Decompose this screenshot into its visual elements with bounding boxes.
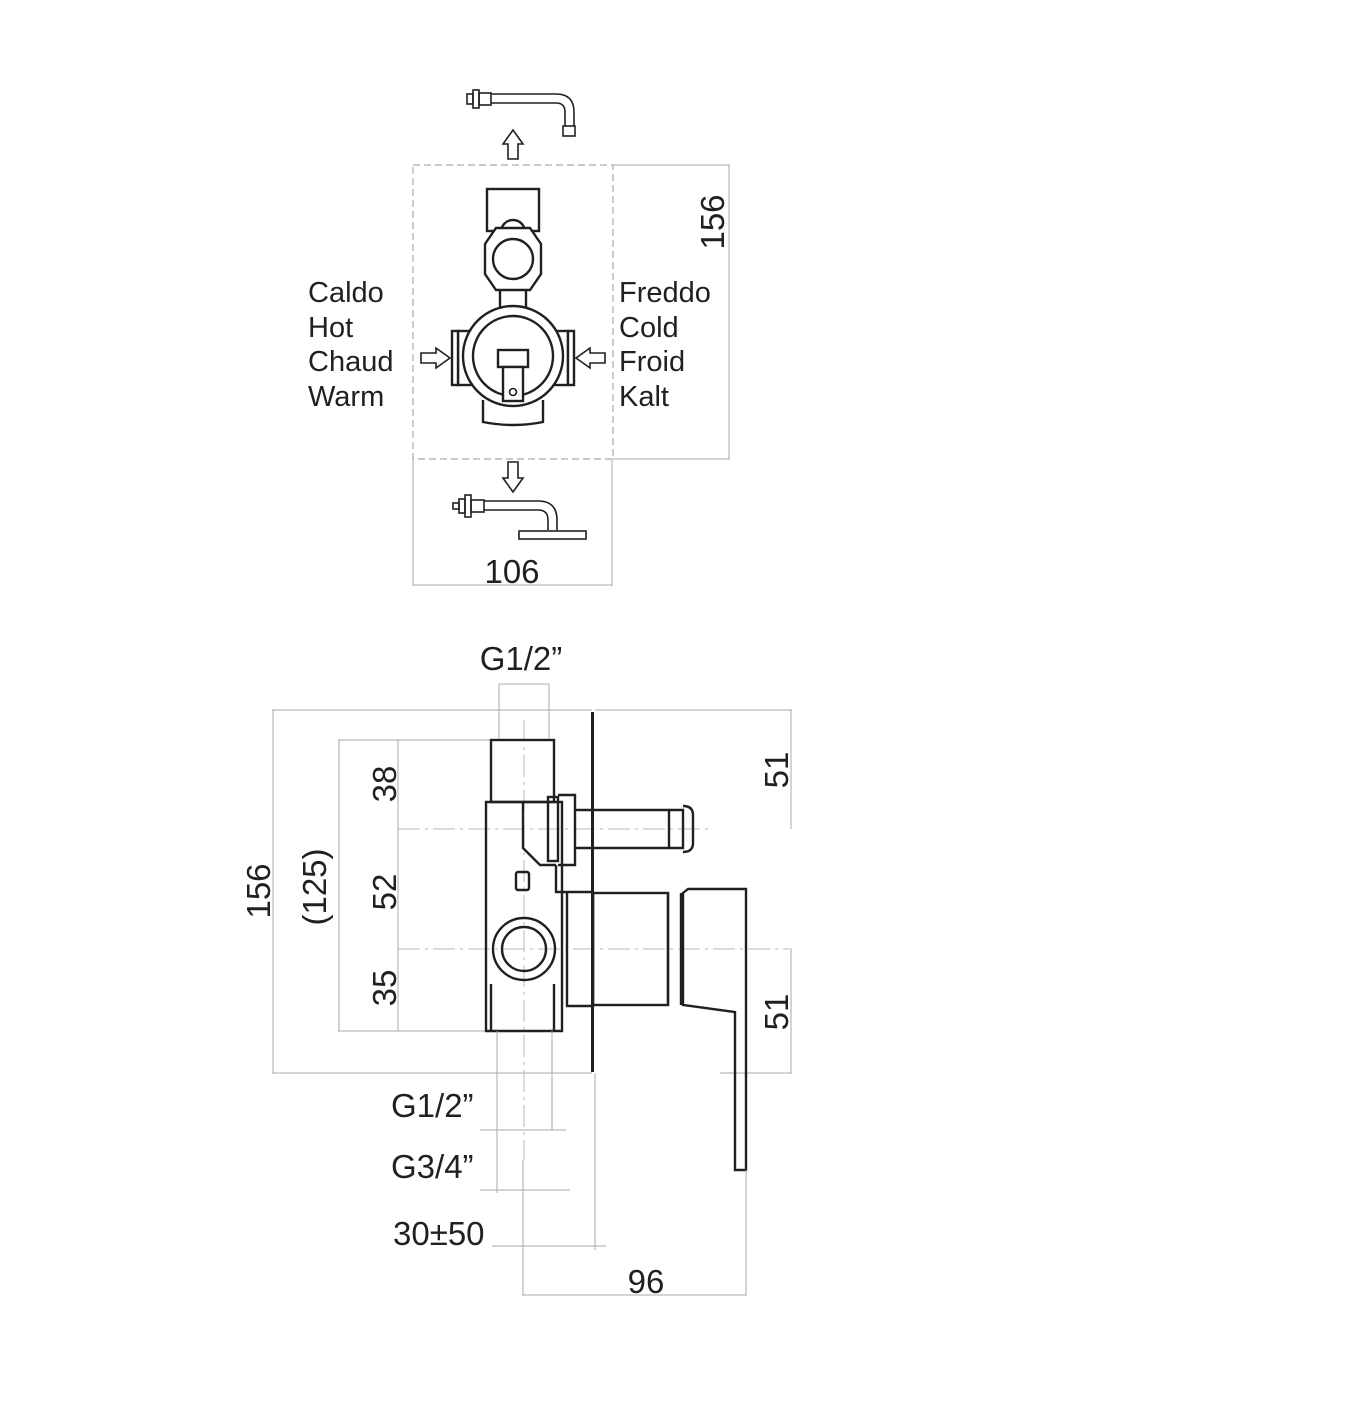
hot-label-it: Caldo: [308, 277, 384, 309]
cold-label-it: Freddo: [619, 277, 711, 309]
valve-body-front: [450, 187, 576, 427]
hot-label-de: Warm: [308, 381, 384, 413]
front-outline-box: [412, 164, 614, 460]
hot-label-en: Hot: [308, 312, 353, 344]
cold-label-en: Cold: [619, 312, 679, 344]
front-width-dimension: 106: [484, 553, 539, 590]
side-total-height-dimension: 156: [240, 863, 277, 918]
depth-range-label: 30±50: [393, 1215, 485, 1252]
right-lower-dimension: 51: [758, 994, 795, 1031]
side-body-height-dimension: (125): [296, 848, 333, 925]
depth-dimension: 96: [628, 1263, 665, 1300]
bottom-thread-2-label: G3/4”: [391, 1148, 474, 1185]
cold-labels: Freddo Cold Froid Kalt: [619, 277, 711, 413]
hot-inlet-arrow-icon: [420, 346, 452, 370]
wall-plate: [591, 712, 594, 1072]
cold-label-fr: Froid: [619, 346, 685, 378]
side-view: G1/2”: [240, 640, 795, 1300]
spout-icon: [466, 89, 576, 137]
front-height-dimension: 156: [694, 194, 731, 249]
middle-spacing-dimension: 52: [366, 874, 403, 911]
top-thread-label: G1/2”: [480, 640, 563, 677]
right-upper-dimension: 51: [758, 752, 795, 789]
cold-inlet-arrow-icon: [574, 346, 606, 370]
lower-spacing-dimension: 35: [366, 970, 403, 1007]
bottom-thread-1-label: G1/2”: [391, 1087, 474, 1124]
valve-body-side: [484, 738, 695, 1033]
shower-head-icon: [452, 494, 587, 540]
outlet-up-arrow-icon: [501, 128, 525, 160]
hot-label-fr: Chaud: [308, 346, 393, 378]
lever-handle: [681, 887, 748, 1172]
hot-labels: Caldo Hot Chaud Warm: [308, 277, 393, 413]
upper-spacing-dimension: 38: [366, 766, 403, 803]
front-view: Caldo Hot Chaud Warm Freddo Cold Froid K…: [308, 89, 731, 590]
outlet-down-arrow-icon: [501, 461, 525, 494]
cold-label-de: Kalt: [619, 381, 669, 413]
